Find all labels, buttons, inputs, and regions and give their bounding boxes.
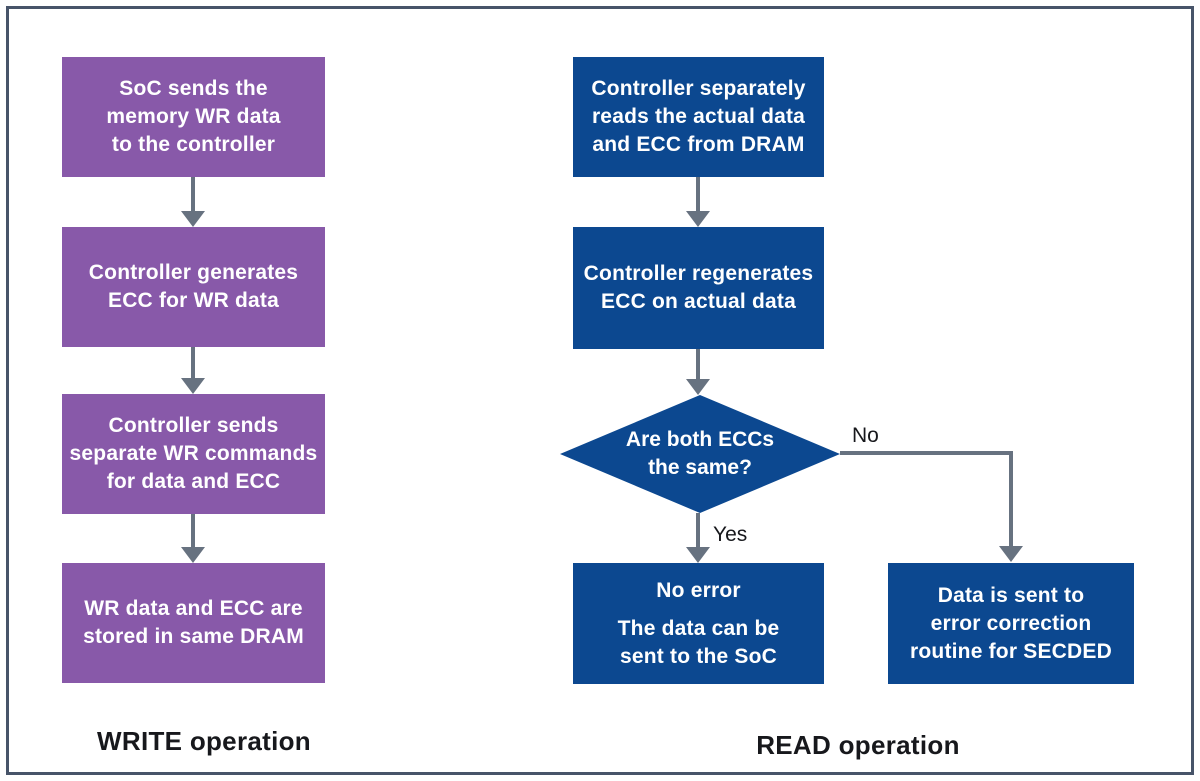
no-branch-vline [1009,451,1013,546]
arrow-head-icon [181,547,205,563]
no-branch-arrow-head-icon [999,546,1023,562]
yes-label: Yes [713,523,748,546]
yes-arrow [686,513,710,563]
no-branch-hline [840,451,1013,455]
arrow-head-icon [181,378,205,394]
arrow-head-icon [686,211,710,227]
arrow-shaft [191,177,195,213]
arrow-head-icon [181,211,205,227]
arrow-shaft [696,349,700,381]
write-arrow-2 [181,347,205,394]
write-arrow-3 [181,514,205,563]
no-label: No [852,424,879,447]
arrow-shaft [696,513,700,549]
arrow-shaft [191,514,195,549]
arrow-head-icon [686,379,710,395]
write-operation-label: WRITE operation [97,726,311,756]
read-operation-label: READ operation [756,730,960,760]
arrow-shaft [696,177,700,213]
write-arrow-1 [181,177,205,227]
arrow-shaft [191,347,195,380]
arrow-head-icon [686,547,710,563]
read-arrow-2 [686,349,710,395]
read-arrow-1 [686,177,710,227]
yes-result-title: No error [656,578,741,602]
